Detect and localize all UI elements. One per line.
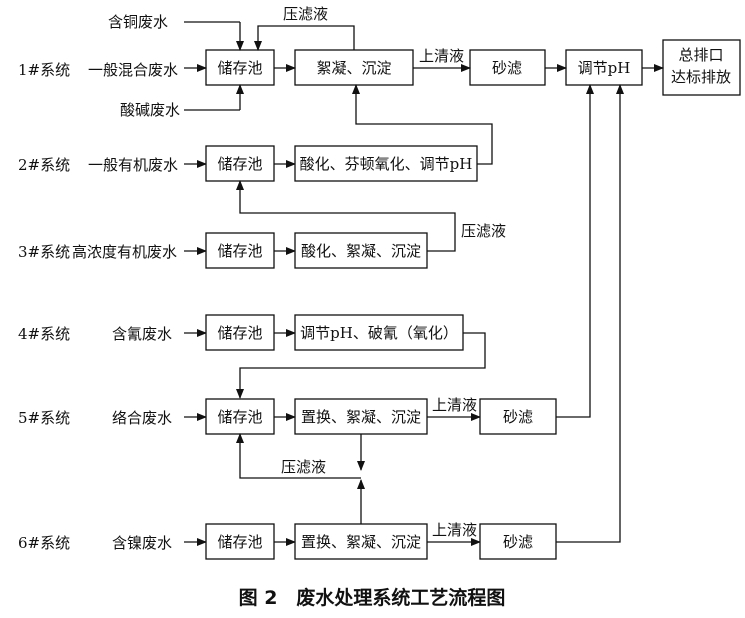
s1-filtrate-recycle-line [254, 25, 355, 51]
s2-storage-tank-label: 储存池 [217, 155, 262, 173]
s4-storage-tank-box [205, 314, 275, 351]
s6-process-label: 置换、絮凝、沉淀 [301, 533, 421, 551]
s1-process-label: 絮凝、沉淀 [316, 59, 391, 77]
figure-caption: 图 2 废水处理系统工艺流程图 [239, 586, 506, 609]
s6-storage-tank-label: 储存池 [217, 533, 262, 551]
s2-storage-tank-box [205, 145, 275, 182]
s5-storage-tank-label: 储存池 [217, 408, 262, 426]
source-cyanide-wastewater: 含氰废水 [112, 325, 172, 343]
source-acid-alkali-wastewater: 酸碱废水 [120, 101, 180, 119]
s5-sand-filter-label: 砂滤 [503, 408, 533, 426]
s5-filter-to-ph-line [556, 84, 594, 418]
s3-filtrate-line [236, 180, 456, 252]
s1-sand-filter-label: 砂滤 [492, 59, 522, 77]
s1-storage-tank-label: 储存池 [217, 59, 262, 77]
s6-sand-filter-box [479, 523, 557, 560]
s5-process-box [294, 398, 428, 435]
s1-process-box [294, 49, 414, 86]
s5-sand-filter-box [479, 398, 557, 435]
s6-filter-to-ph-line [556, 84, 624, 543]
s6-sand-filter-label: 砂滤 [503, 533, 533, 551]
system-5-label: 5#系统 [18, 409, 70, 427]
ph-adjust-label: 调节pH [578, 59, 631, 77]
s3-filtrate-label: 压滤液 [461, 222, 506, 240]
system-4-label: 4#系统 [18, 325, 70, 343]
discharge-label-2: 达标排放 [671, 68, 731, 86]
system-1-label: 1#系统 [18, 61, 70, 79]
s3-storage-tank-label: 储存池 [217, 242, 262, 260]
discharge-label-1: 总排口 [678, 46, 723, 64]
s56-filtrate-recycle-line [236, 433, 361, 479]
s2-process-label: 酸化、芬顿氧化、调节pH [300, 155, 473, 173]
s5-process-label: 置换、絮凝、沉淀 [301, 408, 421, 426]
system-2-label: 2#系统 [18, 156, 70, 174]
s3-process-label: 酸化、絮凝、沉淀 [301, 242, 421, 260]
source-mixed-wastewater: 一般混合废水 [88, 61, 178, 79]
s6-storage-tank-box [205, 523, 275, 560]
source-organic-wastewater: 一般有机废水 [88, 156, 178, 174]
s2-to-s1-process-line [352, 84, 493, 165]
s4-storage-tank-label: 储存池 [217, 324, 262, 342]
s1-sand-filter-box [469, 49, 546, 86]
s6-process-box [294, 523, 428, 560]
s56-filtrate-label: 压滤液 [281, 458, 326, 476]
s4-process-box [294, 314, 464, 351]
s1-filtrate-label: 压滤液 [283, 5, 328, 23]
s5-clear-liquid-label: 上清液 [432, 396, 477, 414]
discharge-box [662, 39, 741, 96]
source-copper-wastewater: 含铜废水 [108, 13, 168, 31]
s2-process-box [294, 145, 478, 182]
system-6-label: 6#系统 [18, 534, 70, 552]
source-nickel-wastewater: 含镍废水 [112, 534, 172, 552]
s6-clear-liquid-label: 上清液 [432, 521, 477, 539]
source-complex-wastewater: 络合废水 [112, 409, 172, 427]
system-3-label: 3#系统 [18, 243, 70, 261]
s1-clear-liquid-label: 上清液 [419, 47, 464, 65]
s4-process-label: 调节pH、破氰（氧化） [300, 324, 458, 342]
source-high-organic-wastewater: 高浓度有机废水 [72, 243, 177, 261]
s4-to-s5-line [236, 332, 486, 399]
